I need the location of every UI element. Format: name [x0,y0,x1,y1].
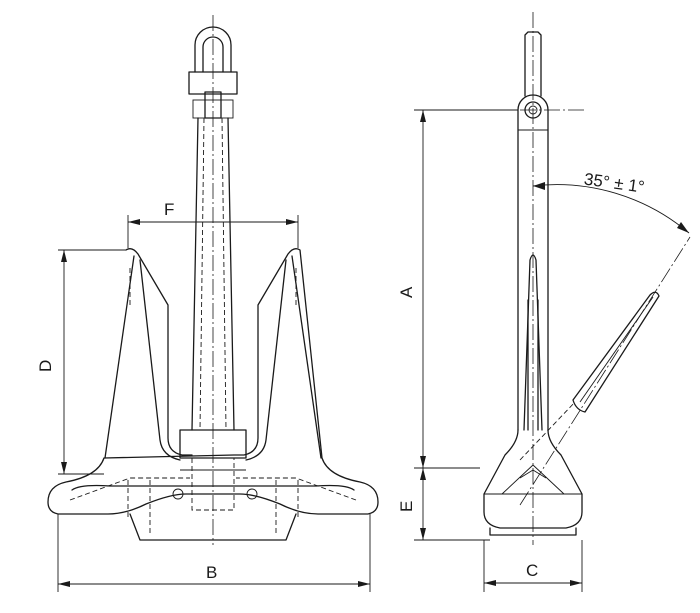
front-view [47,15,379,545]
label-a: A [397,286,416,298]
label-d: D [36,360,55,372]
side-view [483,12,691,545]
side-shank [517,94,549,431]
dimension-d: D [36,249,126,475]
dimension-e: E [397,468,490,541]
fluke-body [47,248,379,515]
label-angle: 35° ± 1° [583,169,646,196]
label-e: E [397,501,416,512]
label-b: B [206,563,217,582]
dimension-b: B [57,514,371,592]
shank [191,117,235,431]
shank-hidden-lines [199,117,227,431]
label-c: C [526,561,538,580]
fluke-left-inner [104,255,181,461]
dimension-a: A [397,109,518,469]
pin-hole-right [246,488,258,500]
angle-line [519,236,691,506]
dimension-c: C [483,540,583,592]
label-f: F [164,200,174,219]
fluke-right-inner [245,255,322,461]
dimension-f: F [127,200,299,248]
pin-hole-left [172,488,184,500]
angle-dimension: 35° ± 1° [532,169,690,234]
